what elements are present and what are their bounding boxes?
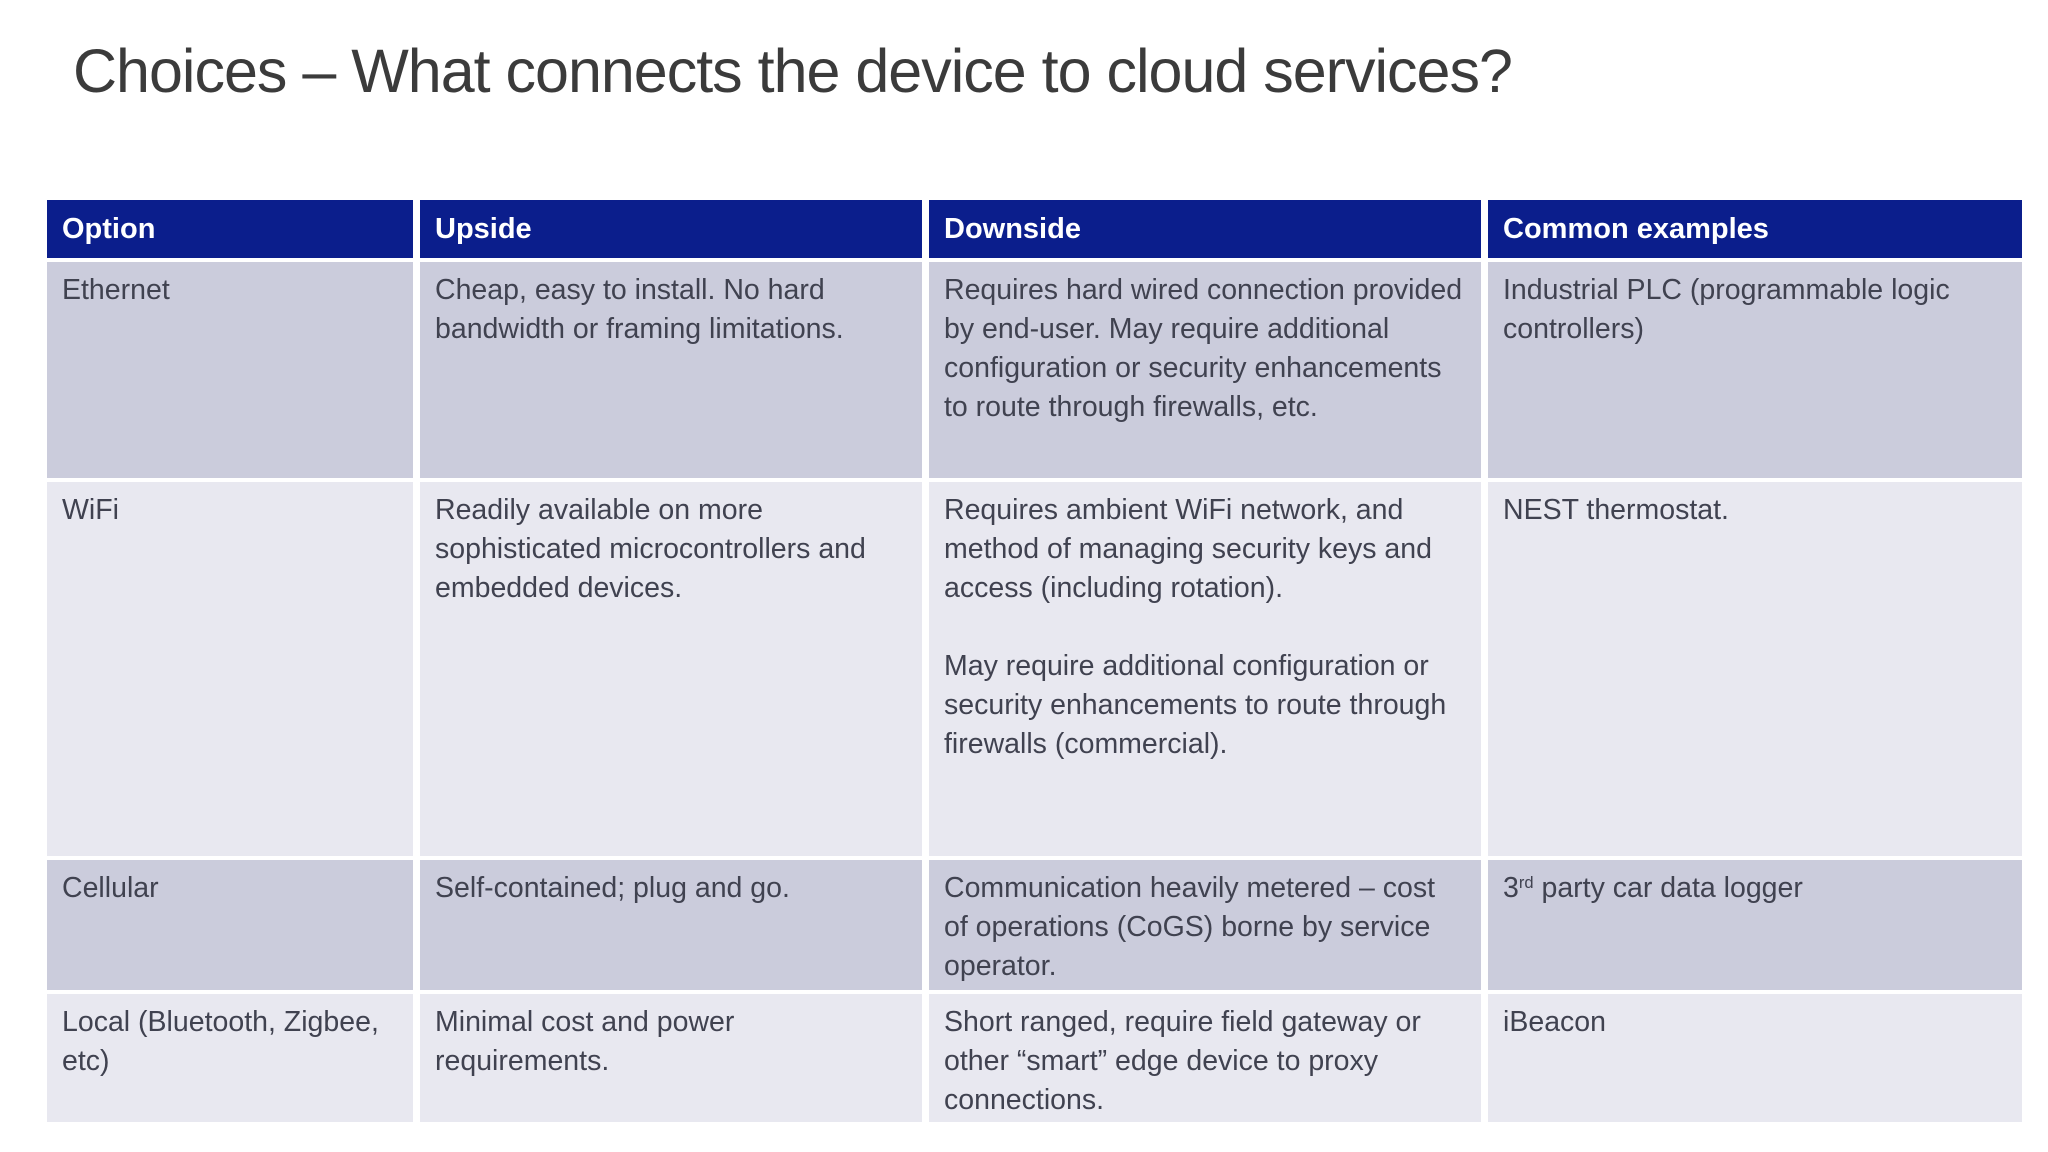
connectivity-options-table: Option Upside Downside Common examples E…: [47, 200, 2022, 1122]
ordinal-base: 3: [1503, 872, 1519, 904]
cell-local-option: Local (Bluetooth, Zigbee, etc): [47, 994, 413, 1122]
cell-ethernet-option: Ethernet: [47, 262, 413, 478]
header-option: Option: [47, 200, 413, 258]
cell-cellular-upside: Self-contained; plug and go.: [420, 860, 922, 990]
cell-cellular-examples: 3rd party car data logger: [1488, 860, 2022, 990]
cell-local-upside: Minimal cost and power requirements.: [420, 994, 922, 1122]
cell-wifi-examples: NEST thermostat.: [1488, 482, 2022, 856]
cell-text: Communication heavily metered – cost of …: [944, 872, 1436, 982]
cell-wifi-option: WiFi: [47, 482, 413, 856]
header-common-examples: Common examples: [1488, 200, 2022, 258]
cell-text: NEST thermostat.: [1503, 494, 1729, 526]
cell-wifi-downside: Requires ambient WiFi network, and metho…: [929, 482, 1481, 856]
cell-text: 3rd party car data logger: [1503, 869, 2006, 908]
cell-wifi-upside: Readily available on more sophisticated …: [420, 482, 922, 856]
cell-text: Requires ambient WiFi network, and metho…: [944, 494, 1432, 604]
cell-text: Readily available on more sophisticated …: [435, 494, 866, 604]
ordinal-superscript: rd: [1518, 872, 1534, 892]
cell-text: iBeacon: [1503, 1006, 1606, 1038]
cell-text: WiFi: [62, 494, 119, 526]
cell-ethernet-downside: Requires hard wired connection provided …: [929, 262, 1481, 478]
header-upside: Upside: [420, 200, 922, 258]
slide-title: Choices – What connects the device to cl…: [73, 37, 1513, 105]
cell-text: Cellular: [62, 872, 159, 904]
cell-text: Minimal cost and power requirements.: [435, 1006, 735, 1077]
cell-cellular-option: Cellular: [47, 860, 413, 990]
cell-text: Requires hard wired connection provided …: [944, 274, 1463, 423]
cell-local-downside: Short ranged, require field gateway or o…: [929, 994, 1481, 1122]
cell-cellular-downside: Communication heavily metered – cost of …: [929, 860, 1481, 990]
cell-ethernet-examples: Industrial PLC (programmable logic contr…: [1488, 262, 2022, 478]
cell-local-examples: iBeacon: [1488, 994, 2022, 1122]
cell-text: Ethernet: [62, 274, 170, 306]
header-downside: Downside: [929, 200, 1481, 258]
cell-text: Industrial PLC (programmable logic contr…: [1503, 274, 1950, 345]
cell-text: Local (Bluetooth, Zigbee, etc): [62, 1006, 379, 1077]
cell-text: Cheap, easy to install. No hard bandwidt…: [435, 274, 844, 345]
cell-ethernet-upside: Cheap, easy to install. No hard bandwidt…: [420, 262, 922, 478]
cell-text: Short ranged, require field gateway or o…: [944, 1006, 1421, 1116]
cell-text: May require additional configuration or …: [944, 650, 1447, 760]
cell-text: Self-contained; plug and go.: [435, 872, 790, 904]
ordinal-rest: party car data logger: [1533, 872, 1803, 904]
